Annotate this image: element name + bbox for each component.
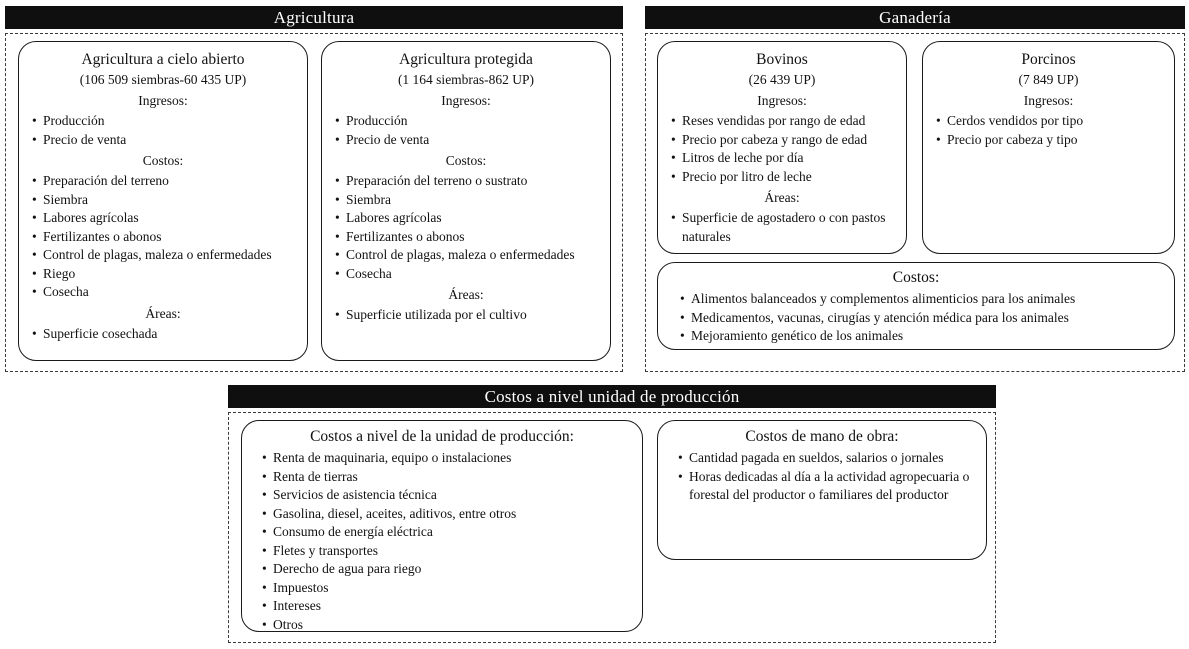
box-porcinos: Porcinos (7 849 UP) Ingresos: Cerdos ven… <box>922 41 1175 254</box>
box-title: Bovinos <box>756 51 808 68</box>
list-item: Derecho de agua para riego <box>260 560 632 579</box>
list-item: Preparación del terreno o sustrato <box>333 172 600 191</box>
list-item: Mejoramiento genético de los animales <box>678 327 1164 346</box>
box-title: Costos de mano de obra: <box>745 428 899 445</box>
box-subtitle: (106 509 siembras-60 435 UP) <box>79 72 247 87</box>
list-item: Superficie cosechada <box>30 325 297 344</box>
panel-body-agricultura: Agricultura a cielo abierto (106 509 sie… <box>5 33 623 372</box>
panel-title-agricultura: Agricultura <box>5 6 623 29</box>
box-costos-mano-obra: Costos de mano de obra: Cantidad pagada … <box>657 420 987 560</box>
item-list: Preparación del terreno o sustrato Siemb… <box>330 172 602 283</box>
list-item: Reses vendidas por rango de edad <box>669 112 896 131</box>
item-list: Renta de maquinaria, equipo o instalacio… <box>250 449 634 634</box>
list-item: Control de plagas, maleza o enfermedades <box>333 246 600 265</box>
list-item: Superficie de agostadero o con pastos na… <box>669 209 896 246</box>
item-list: Cantidad pagada en sueldos, salarios o j… <box>666 449 978 505</box>
list-item: Labores agrícolas <box>30 209 297 228</box>
item-list: Superficie utilizada por el cultivo <box>330 306 602 325</box>
box-title: Costos: <box>892 269 940 286</box>
box-agricultura-cielo-abierto: Agricultura a cielo abierto (106 509 sie… <box>18 41 308 361</box>
item-list: Superficie cosechada <box>27 325 299 344</box>
item-list: Reses vendidas por rango de edad Precio … <box>666 112 898 186</box>
list-item: Producción <box>30 112 297 131</box>
box-title: Agricultura protegida <box>399 51 533 68</box>
panel-agricultura: Agricultura Agricultura a cielo abierto … <box>5 6 623 372</box>
box-subtitle: (7 849 UP) <box>1018 72 1079 87</box>
list-item: Siembra <box>30 191 297 210</box>
section-label-ingresos: Ingresos: <box>441 93 491 108</box>
list-item: Fertilizantes o abonos <box>333 228 600 247</box>
box-title: Agricultura a cielo abierto <box>81 51 245 68</box>
list-item: Cerdos vendidos por tipo <box>934 112 1164 131</box>
item-list: Alimentos balanceados y complementos ali… <box>666 290 1166 346</box>
list-item: Fertilizantes o abonos <box>30 228 297 247</box>
list-item: Horas dedicadas al día a la actividad ag… <box>676 468 976 505</box>
list-item: Renta de tierras <box>260 468 632 487</box>
section-label-ingresos: Ingresos: <box>1023 93 1074 108</box>
box-title: Porcinos <box>1021 51 1076 68</box>
list-item: Control de plagas, maleza o enfermedades <box>30 246 297 265</box>
box-subtitle: (1 164 siembras-862 UP) <box>397 72 535 87</box>
box-costos-ganaderia: Costos: Alimentos balanceados y compleme… <box>657 262 1175 350</box>
panel-ganaderia: Ganadería Bovinos (26 439 UP) Ingresos: … <box>645 6 1185 372</box>
section-label-areas: Áreas: <box>764 190 800 205</box>
item-list: Preparación del terreno Siembra Labores … <box>27 172 299 302</box>
section-label-areas: Áreas: <box>145 305 181 321</box>
panel-title-ganaderia: Ganadería <box>645 6 1185 29</box>
list-item: Labores agrícolas <box>333 209 600 228</box>
list-item: Siembra <box>333 191 600 210</box>
list-item: Precio por cabeza y tipo <box>934 131 1164 150</box>
list-item: Servicios de asistencia técnica <box>260 486 632 505</box>
section-label-areas: Áreas: <box>448 287 484 302</box>
panel-body-ganaderia: Bovinos (26 439 UP) Ingresos: Reses vend… <box>645 33 1185 372</box>
list-item: Producción <box>333 112 600 131</box>
list-item: Precio por litro de leche <box>669 168 896 187</box>
panel-costos-unidad-produccion: Costos a nivel unidad de producción Cost… <box>228 385 996 643</box>
list-item: Consumo de energía eléctrica <box>260 523 632 542</box>
list-item: Riego <box>30 265 297 284</box>
item-list: Producción Precio de venta <box>27 112 299 149</box>
list-item: Cosecha <box>30 283 297 302</box>
list-item: Litros de leche por día <box>669 149 896 168</box>
section-label-ingresos: Ingresos: <box>757 93 807 108</box>
list-item: Alimentos balanceados y complementos ali… <box>678 290 1164 309</box>
list-item: Preparación del terreno <box>30 172 297 191</box>
box-costos-unidad: Costos a nivel de la unidad de producció… <box>241 420 643 634</box>
list-item: Cosecha <box>333 265 600 284</box>
section-label-ingresos: Ingresos: <box>138 93 188 108</box>
panel-title-costos-unidad: Costos a nivel unidad de producción <box>228 385 996 408</box>
panel-body-costos-unidad: Costos a nivel de la unidad de producció… <box>228 412 996 643</box>
box-title: Costos a nivel de la unidad de producció… <box>310 428 574 445</box>
list-item: Intereses <box>260 597 632 616</box>
list-item: Fletes y transportes <box>260 542 632 561</box>
section-label-costos: Costos: <box>445 153 487 168</box>
item-list: Cerdos vendidos por tipo Precio por cabe… <box>931 112 1166 149</box>
list-item: Medicamentos, vacunas, cirugías y atenci… <box>678 309 1164 328</box>
list-item: Impuestos <box>260 579 632 598</box>
list-item: Gasolina, diesel, aceites, aditivos, ent… <box>260 505 632 524</box>
box-bovinos: Bovinos (26 439 UP) Ingresos: Reses vend… <box>657 41 907 254</box>
list-item: Precio de venta <box>333 131 600 150</box>
box-subtitle: (26 439 UP) <box>748 72 816 87</box>
item-list: Superficie de agostadero o con pastos na… <box>666 209 898 246</box>
item-list: Producción Precio de venta <box>330 112 602 149</box>
section-label-costos: Costos: <box>142 153 184 168</box>
box-agricultura-protegida: Agricultura protegida (1 164 siembras-86… <box>321 41 611 361</box>
list-item: Precio de venta <box>30 131 297 150</box>
list-item: Cantidad pagada en sueldos, salarios o j… <box>676 449 976 468</box>
list-item: Precio por cabeza y rango de edad <box>669 131 896 150</box>
list-item: Renta de maquinaria, equipo o instalacio… <box>260 449 632 468</box>
list-item: Superficie utilizada por el cultivo <box>333 306 600 325</box>
list-item: Otros <box>260 616 632 635</box>
